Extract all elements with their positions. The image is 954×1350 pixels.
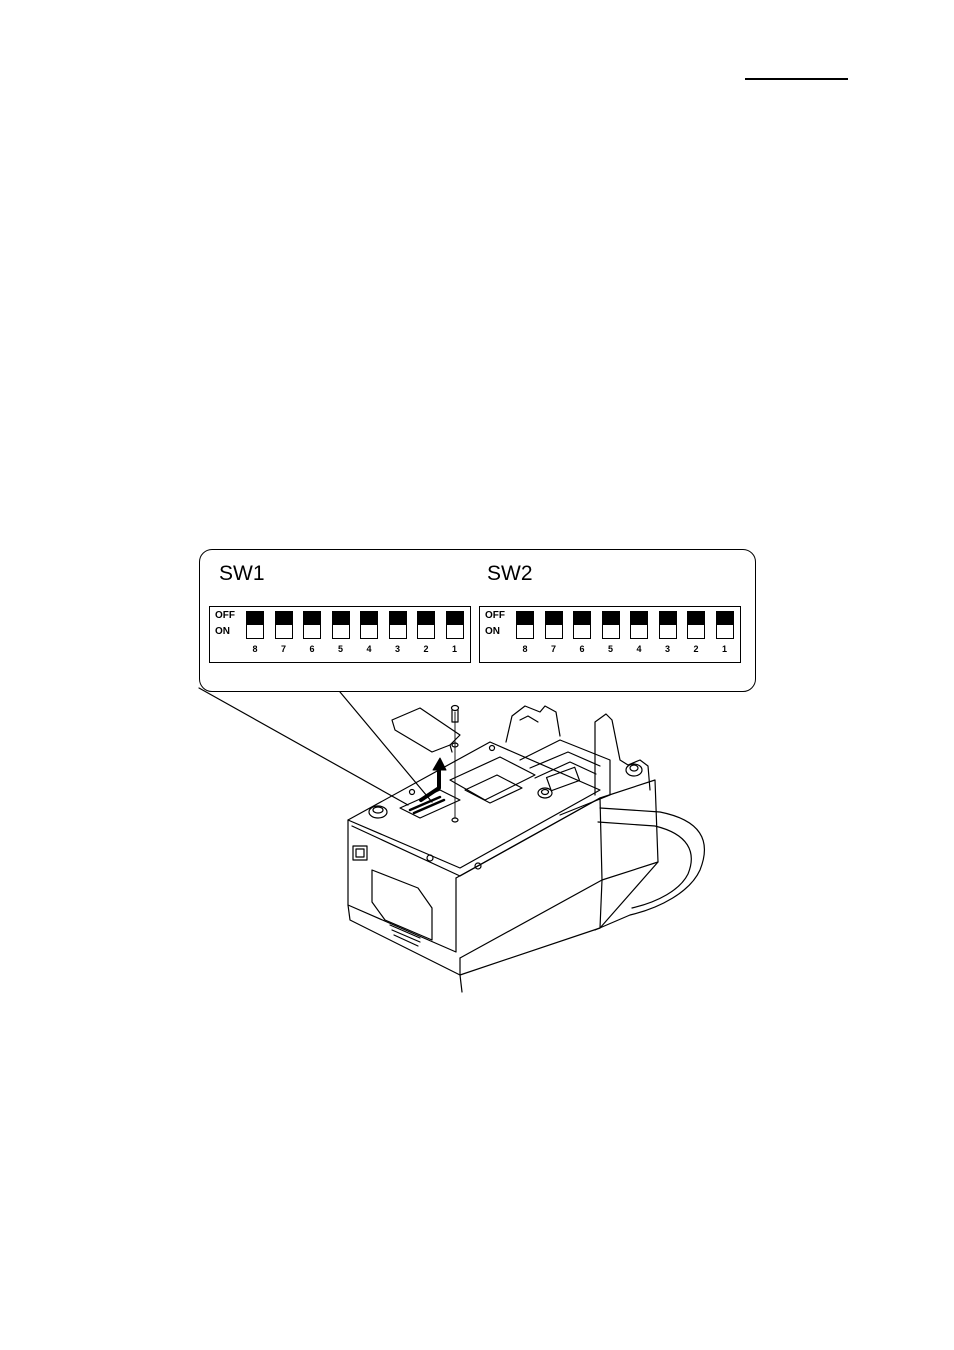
switch-number: 7	[275, 644, 293, 654]
on-label: ON	[485, 626, 500, 637]
callout-leader-left	[199, 688, 408, 805]
printer-top	[348, 742, 600, 868]
dip-switch-3[interactable]	[389, 611, 407, 639]
switch-actuator	[361, 612, 377, 625]
dip-switch-7[interactable]	[275, 611, 293, 639]
switch-actuator	[717, 612, 733, 625]
dip-switch-4[interactable]	[630, 611, 648, 639]
switch-actuator	[247, 612, 263, 625]
dip-switch-5[interactable]	[332, 611, 350, 639]
switch-actuator	[688, 612, 704, 625]
switch-number: 4	[630, 644, 648, 654]
rear-tower-right	[595, 714, 650, 795]
dip-switch-6[interactable]	[573, 611, 591, 639]
switch-actuator	[517, 612, 533, 625]
dip-switch-2[interactable]	[417, 611, 435, 639]
screw	[452, 706, 459, 711]
switch-number: 4	[360, 644, 378, 654]
switch-actuator	[276, 612, 292, 625]
sw1-title: SW1	[219, 562, 265, 586]
switch-actuator	[447, 612, 463, 625]
dip-switch-6[interactable]	[303, 611, 321, 639]
switch-number: 5	[332, 644, 350, 654]
switch-actuator	[574, 612, 590, 625]
power-switch	[353, 846, 367, 860]
dip-switch-1[interactable]	[716, 611, 734, 639]
switch-actuator	[546, 612, 562, 625]
switch-number: 8	[246, 644, 264, 654]
dip-switch-2[interactable]	[687, 611, 705, 639]
dip-switch-8[interactable]	[516, 611, 534, 639]
switch-number: 2	[687, 644, 705, 654]
off-label: OFF	[485, 610, 505, 621]
switch-actuator	[304, 612, 320, 625]
switch-actuator	[603, 612, 619, 625]
dip-switch-4[interactable]	[360, 611, 378, 639]
switch-number: 8	[516, 644, 534, 654]
dip-switch-3[interactable]	[659, 611, 677, 639]
switch-number: 1	[446, 644, 464, 654]
off-label: OFF	[215, 610, 235, 621]
switch-actuator	[660, 612, 676, 625]
switch-actuator	[390, 612, 406, 625]
switch-actuator	[631, 612, 647, 625]
switch-number: 3	[389, 644, 407, 654]
switch-number: 5	[602, 644, 620, 654]
switch-actuator	[418, 612, 434, 625]
rear-tower-left	[506, 706, 560, 742]
dip-switch-8[interactable]	[246, 611, 264, 639]
mechanism-frame	[520, 740, 610, 815]
front-knob	[369, 806, 387, 818]
dip-switch-7[interactable]	[545, 611, 563, 639]
sw2-title: SW2	[487, 562, 533, 586]
dip-switch-5[interactable]	[602, 611, 620, 639]
switch-number: 3	[659, 644, 677, 654]
cutter-door	[372, 870, 432, 940]
switch-number: 6	[303, 644, 321, 654]
printer-front	[348, 820, 456, 952]
switch-actuator	[333, 612, 349, 625]
switch-number: 1	[716, 644, 734, 654]
on-label: ON	[215, 626, 230, 637]
dip-switch-1[interactable]	[446, 611, 464, 639]
switch-number: 2	[417, 644, 435, 654]
switch-number: 6	[573, 644, 591, 654]
paper-tray	[595, 808, 704, 930]
rear-knob	[626, 764, 642, 776]
switch-number: 7	[545, 644, 563, 654]
